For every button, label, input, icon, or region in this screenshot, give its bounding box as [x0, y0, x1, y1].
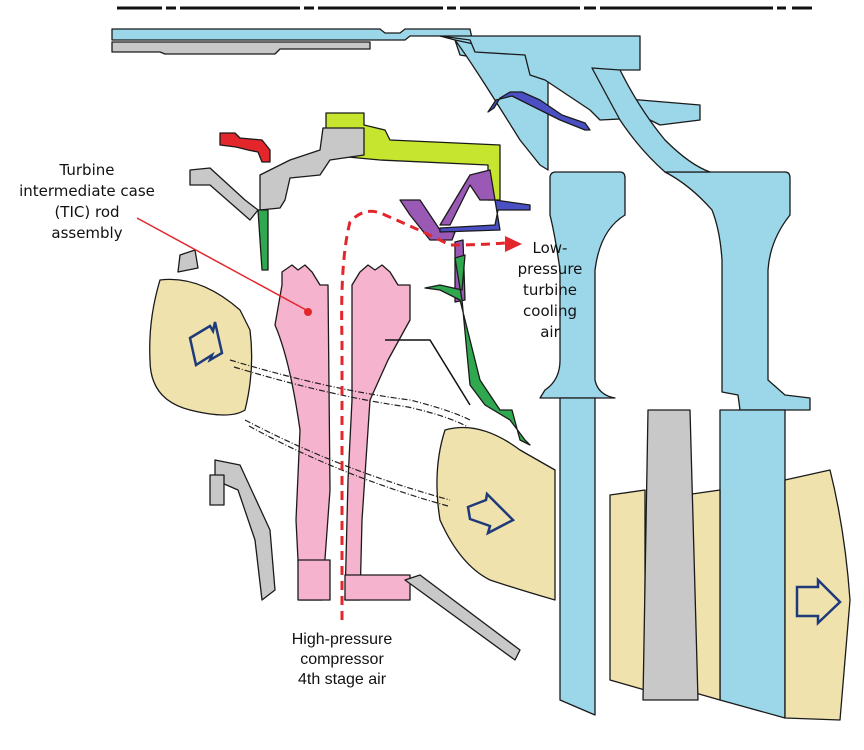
gas-path: [149, 278, 851, 721]
tic-leader-line: [136, 217, 312, 316]
exit-flow-arrow-icon: [795, 576, 842, 626]
lpt-cooling-air-label: Low- pressure turbine cooling air: [512, 238, 588, 343]
tic-rod-assembly: [274, 264, 411, 601]
rotor-hub: [439, 35, 701, 126]
label-line: pressure: [517, 260, 583, 278]
lp-shaft: [111, 28, 549, 171]
label-line: air: [540, 323, 560, 341]
seal-support: [399, 169, 496, 303]
turbine-case: [259, 112, 501, 211]
red-fitting: [219, 132, 271, 163]
flow-arrow-icon: [188, 321, 842, 626]
inlet-flow-arrow-icon: [188, 321, 224, 367]
airflow-arrowhead: [505, 236, 522, 252]
hpc-air-label: High-pressure compressor 4th stage air: [272, 630, 412, 690]
green-strut: [257, 209, 531, 446]
lpt-disk-1: [539, 171, 626, 716]
static-structure: [177, 167, 521, 661]
mid-flow-arrow-icon: [466, 491, 516, 536]
label-line: Turbine: [59, 161, 115, 179]
label-line: assembly: [51, 224, 123, 242]
tic-rod-label: Turbine intermediate case (TIC) rod asse…: [12, 160, 162, 244]
label-line: High-pressure: [291, 631, 393, 648]
label-line: intermediate case: [19, 182, 155, 200]
vane-support: [439, 91, 591, 233]
flow-boundary-lines: [229, 359, 471, 507]
label-line: cooling: [523, 302, 577, 320]
cooling-air-path: [340, 209, 522, 620]
lpt-vane: [642, 409, 699, 701]
label-line: 4th stage air: [297, 671, 387, 688]
label-line: turbine: [523, 281, 577, 299]
strut-outline: [385, 339, 471, 406]
label-line: (TIC) rod: [54, 203, 120, 221]
label-line: Low-: [532, 239, 568, 257]
label-line: compressor: [300, 651, 384, 668]
